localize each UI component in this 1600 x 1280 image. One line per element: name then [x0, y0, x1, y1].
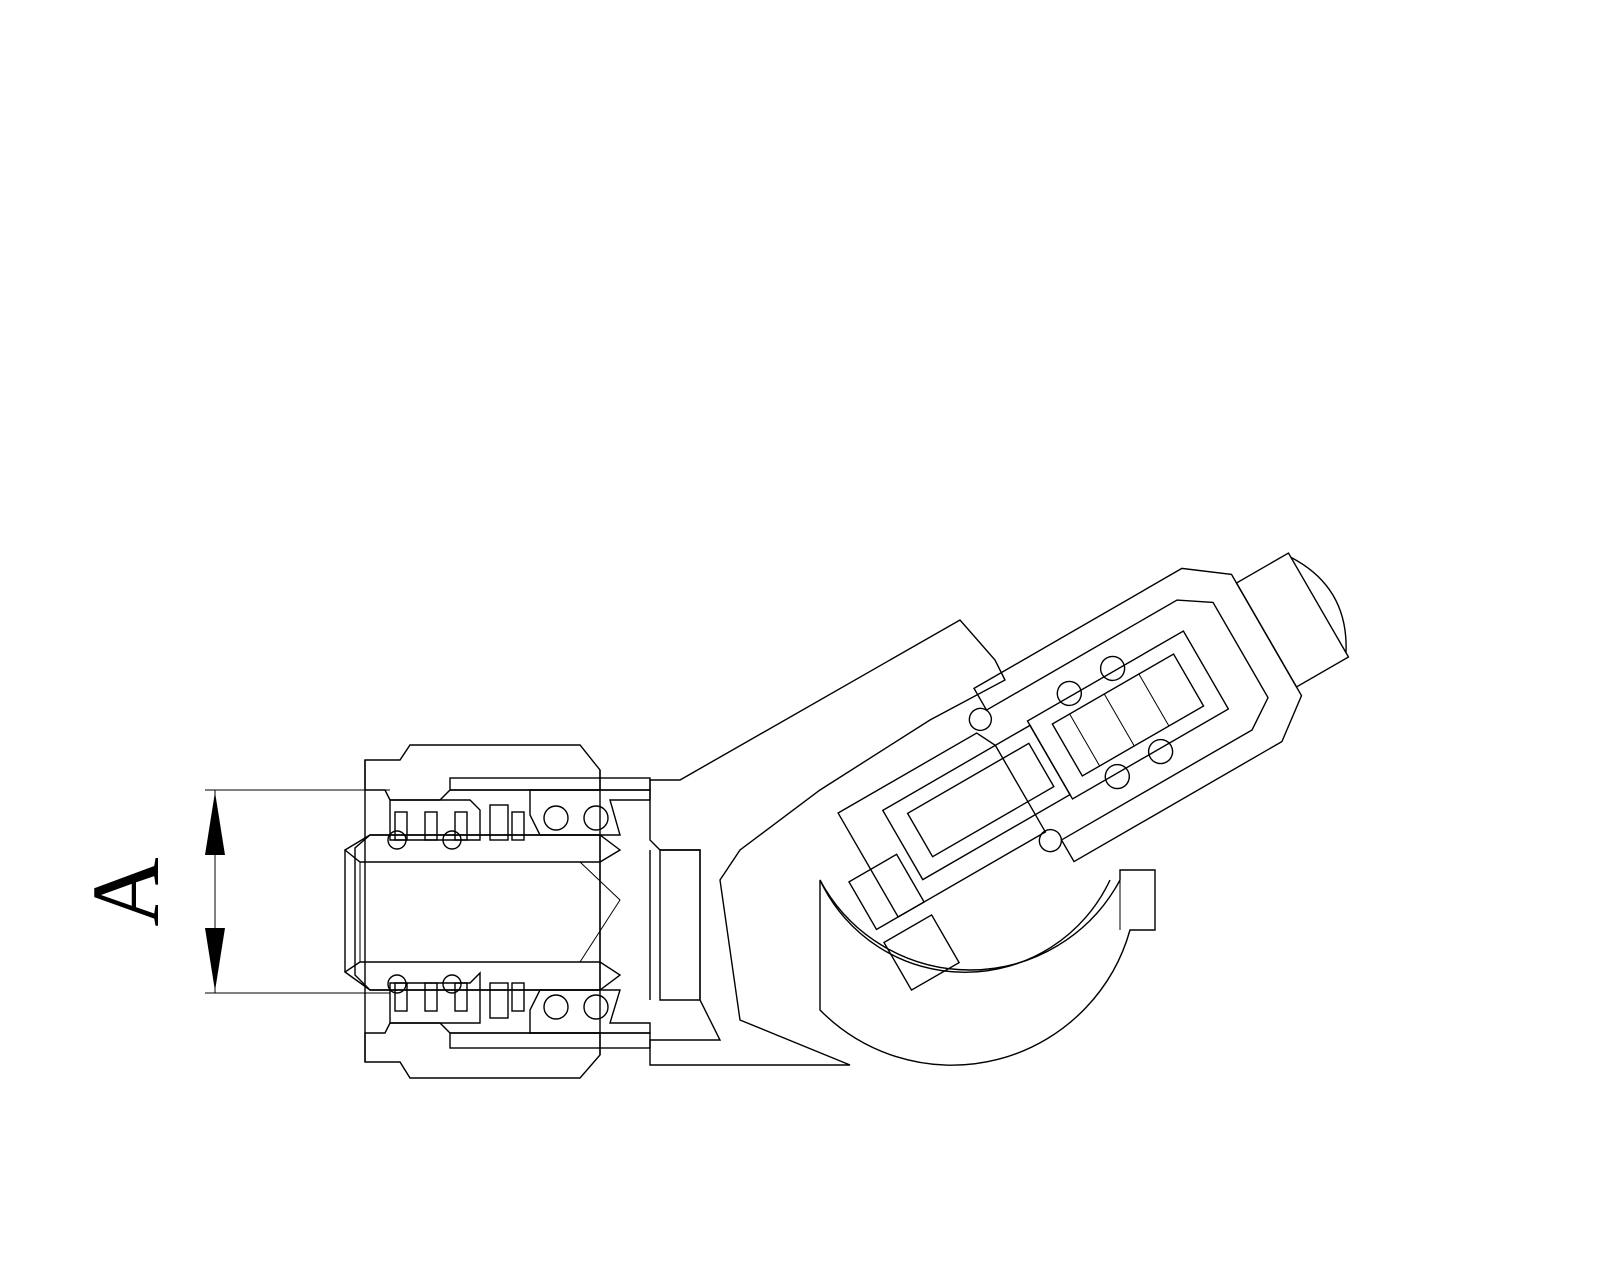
- dimension-a: A: [72, 789, 390, 994]
- angled-spindle: [837, 552, 1350, 992]
- left-bore-tube: [343, 834, 622, 991]
- round-chamber: [819, 869, 1156, 1066]
- left-spacers: [394, 804, 525, 1019]
- dimension-arrow-up-icon: [205, 792, 225, 855]
- dimension-arrow-down-icon: [205, 928, 225, 991]
- left-o-rings: [387, 805, 609, 1020]
- dimension-label: A: [72, 857, 179, 926]
- valve-body: [649, 619, 1006, 1066]
- left-union-nut: [364, 744, 601, 1079]
